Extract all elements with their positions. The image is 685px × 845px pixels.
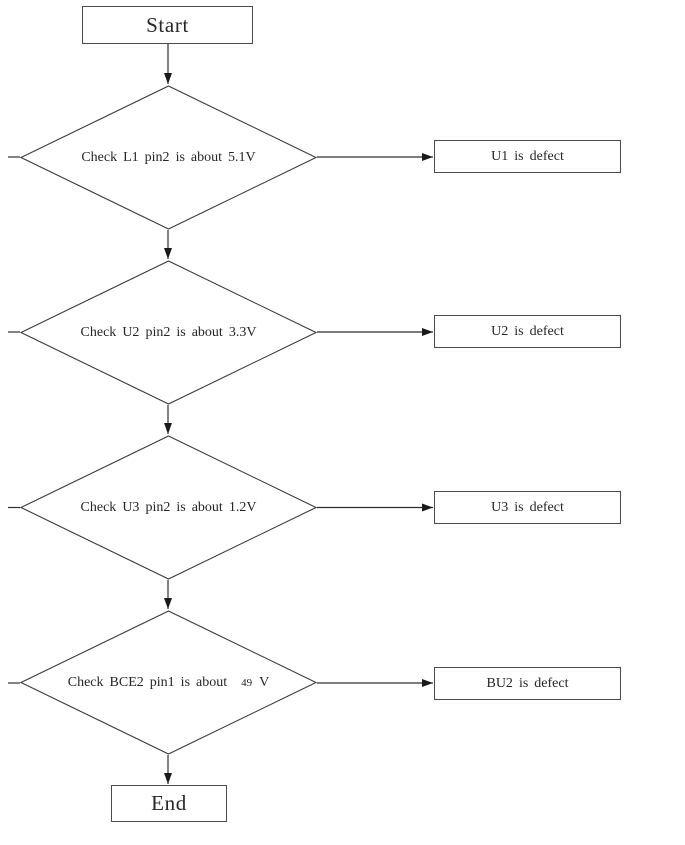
start-node: Start [82, 6, 253, 44]
diamond-shape [20, 260, 317, 405]
diamond-shape [20, 610, 317, 755]
decision-label-3: Check U3 pin2 is about 1.2V [80, 499, 257, 515]
diamond-shape [20, 85, 317, 230]
outcome-node-3: U3 is defect [434, 491, 621, 524]
outcome-node-1: U1 is defect [434, 140, 621, 173]
outcome-label-3: U3 is defect [491, 499, 564, 515]
decision-label-1: Check L1 pin2 is about 5.1V [81, 149, 256, 165]
outcome-node-2: U2 is defect [434, 315, 621, 348]
decision-label-4-value: 49 [241, 676, 253, 689]
end-label: End [151, 791, 187, 815]
decision-label-4: Check BCE2 pin1 is about 49 V [68, 675, 270, 691]
decision-node-1: Check L1 pin2 is about 5.1V [20, 85, 317, 230]
diamond-shape [20, 435, 317, 580]
decision-label-4-unit: V [259, 674, 270, 690]
end-node: End [111, 785, 227, 822]
decision-label-2: Check U2 pin2 is about 3.3V [80, 324, 257, 340]
outcome-label-1: U1 is defect [491, 148, 564, 164]
decision-node-3: Check U3 pin2 is about 1.2V [20, 435, 317, 580]
outcome-label-2: U2 is defect [491, 323, 564, 339]
decision-node-2: Check U2 pin2 is about 3.3V [20, 260, 317, 405]
outcome-label-4: BU2 is defect [486, 675, 569, 691]
decision-label-4-text: Check BCE2 pin1 is about [67, 674, 228, 690]
start-label: Start [146, 12, 189, 37]
outcome-node-4: BU2 is defect [434, 667, 621, 700]
decision-node-4: Check BCE2 pin1 is about 49 V [20, 610, 317, 755]
